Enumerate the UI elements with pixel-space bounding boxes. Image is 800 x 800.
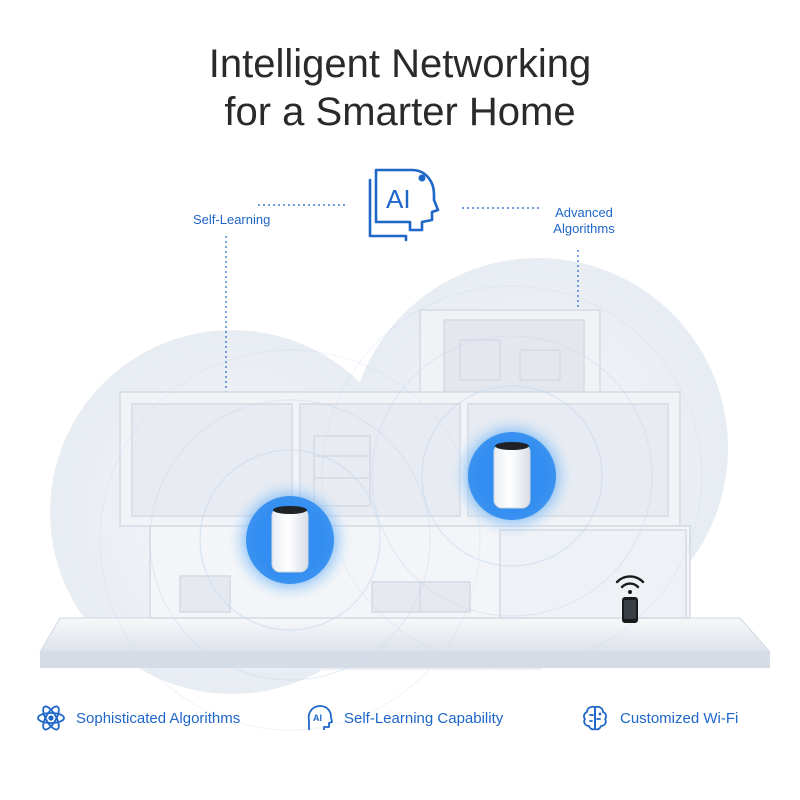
- callout-right-line-1: Advanced: [555, 205, 613, 220]
- ai-head-icon: AI: [368, 168, 440, 242]
- page-title: Intelligent Networking for a Smarter Hom…: [0, 40, 800, 136]
- svg-text:AI: AI: [386, 184, 411, 214]
- feature-label-2: Self-Learning Capability: [344, 709, 504, 727]
- callout-self-learning: Self-Learning: [193, 212, 271, 227]
- smartphone-wifi-icon: [615, 575, 645, 623]
- feature-sophisticated-algorithms: Sophisticated Algorithms: [36, 700, 240, 736]
- signal-rings: [99, 285, 703, 731]
- feature-label-1: Sophisticated Algorithms: [76, 709, 241, 727]
- feature-customized-wifi: Customized Wi-Fi: [580, 700, 738, 736]
- mesh-router-unit-left: [228, 478, 352, 602]
- house-base: [39, 617, 772, 668]
- feature-label-3: Customized Wi-Fi: [620, 709, 739, 727]
- callout-right-line-2: Algorithms: [553, 221, 615, 236]
- feature-row: Sophisticated Algorithms AI Self-Learnin…: [0, 700, 800, 740]
- atom-icon: [37, 705, 65, 731]
- title-line-2: for a Smarter Home: [224, 90, 576, 134]
- svg-text:AI: AI: [313, 713, 322, 723]
- callout-advanced-algorithms: Advanced Algorithms: [552, 205, 616, 237]
- feature-self-learning-capability: AI Self-Learning Capability: [304, 700, 503, 736]
- ai-head-small-icon: AI: [307, 705, 333, 730]
- mesh-router-unit-right: [450, 414, 574, 538]
- brain-icon: [583, 705, 607, 731]
- title-line-1: Intelligent Networking: [208, 42, 592, 86]
